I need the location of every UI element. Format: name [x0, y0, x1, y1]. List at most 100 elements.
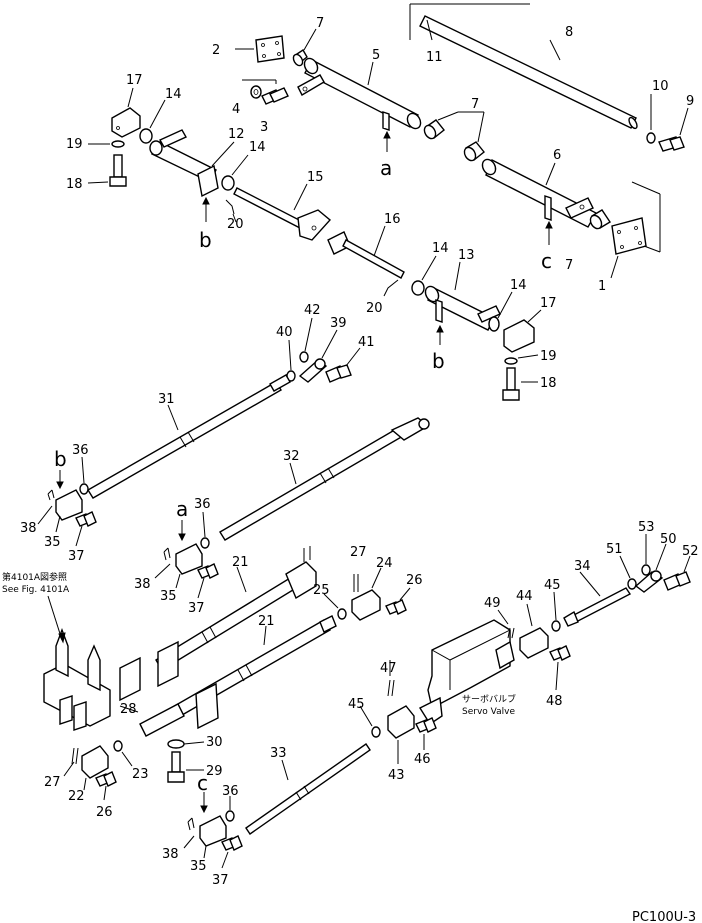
washer-part-19-right: [504, 357, 518, 365]
callout-14-mid: 14: [432, 241, 449, 256]
callout-4: 4: [232, 102, 240, 117]
servo-valve-label-jp: サーボバルブ: [462, 693, 516, 705]
rod-part-16: [327, 231, 405, 279]
connector-a-top: a: [380, 156, 392, 180]
pin-part-38-upper: [47, 489, 55, 501]
nut-part-45-left: [371, 726, 381, 738]
pin-part-27-upper: [353, 574, 359, 592]
callout-16: 16: [384, 212, 401, 227]
callout-41: 41: [358, 335, 375, 350]
pin-part-38-lower: [187, 817, 195, 831]
washer-part-10: [646, 132, 656, 144]
callout-13: 13: [458, 248, 475, 263]
pin-part-26-upper: [385, 599, 407, 615]
clevis-part-35-upper: [55, 489, 83, 521]
callout-35-middle: 35: [160, 589, 177, 604]
connector-b-left-top: b: [199, 228, 212, 252]
rod-part-32: [219, 417, 430, 541]
nut-part-36-lower: [225, 810, 235, 822]
washer-part-53: [641, 564, 651, 576]
bushing-part-14-right: [488, 316, 500, 332]
callout-32: 32: [283, 449, 300, 464]
callout-24: 24: [376, 556, 393, 571]
rod-end-part-39: [298, 358, 328, 383]
callout-19-top: 19: [66, 137, 83, 152]
callout-26-lower: 26: [96, 805, 113, 820]
plate-part-1: [611, 217, 647, 255]
callout-36-lower: 36: [222, 784, 239, 799]
callout-28: 28: [120, 702, 137, 717]
nut-part-25: [337, 608, 347, 620]
pin-part-26-lower: [95, 771, 117, 787]
pin-part-48: [549, 645, 571, 661]
bolt-part-41: [325, 364, 352, 383]
figure-reference-jp: 第4101A図参照: [2, 571, 67, 583]
figure-reference-en: See Fig. 4101A: [2, 585, 70, 595]
pin-part-46: [415, 717, 437, 733]
pin-part-27-lower: [71, 747, 79, 765]
callout-11: 11: [426, 50, 443, 65]
pin-part-37-middle: [197, 563, 219, 579]
servo-valve: [418, 619, 515, 725]
connector-c-bottom: c: [197, 771, 208, 795]
washer-part-30: [167, 739, 185, 749]
callout-45-right: 45: [544, 578, 561, 593]
callout-27-lower: 27: [44, 775, 61, 790]
callout-38-lower: 38: [162, 847, 179, 862]
nut-part-36-upper: [79, 483, 89, 495]
pin-part-20-left: [225, 199, 235, 215]
nut-part-45-right: [551, 620, 561, 632]
callout-17-right: 17: [540, 296, 557, 311]
callout-8: 8: [565, 25, 573, 40]
bolt-part-9: [658, 136, 685, 152]
washer-part-42: [299, 351, 309, 363]
clevis-part-35-lower: [199, 815, 227, 847]
callout-39: 39: [330, 316, 347, 331]
pin-part-47: [387, 679, 395, 697]
washer-part-4: [250, 85, 262, 99]
callout-10: 10: [652, 79, 669, 94]
callout-34: 34: [574, 559, 591, 574]
bolt-part-29: [167, 751, 185, 783]
callout-29: 29: [206, 764, 223, 779]
callout-25: 25: [313, 583, 330, 598]
clevis-part-22: [81, 745, 109, 779]
callout-20-right: 20: [366, 301, 383, 316]
callout-31: 31: [158, 392, 175, 407]
callout-38-upper: 38: [20, 521, 37, 536]
rod-part-34: [563, 587, 632, 627]
callout-2: 2: [212, 43, 220, 58]
callout-37-middle: 37: [188, 601, 205, 616]
callout-47: 47: [380, 661, 397, 676]
callout-50: 50: [660, 532, 677, 547]
bushing-part-14-top-left: [139, 128, 153, 144]
bushing-part-14-left: [221, 175, 235, 191]
shaft-assembly-fig-4101A: [43, 628, 219, 737]
callout-21-lower: 21: [258, 614, 275, 629]
bushing-part-14-mid: [411, 280, 425, 296]
callout-19-right: 19: [540, 349, 557, 364]
callout-46: 46: [414, 752, 431, 767]
bushing-part-7-mid-left: [423, 119, 445, 140]
shaft-part-12: [149, 129, 219, 198]
rod-part-15: [233, 187, 332, 241]
callout-42: 42: [304, 303, 321, 318]
callout-14-right: 14: [510, 278, 527, 293]
callout-40: 40: [276, 325, 293, 340]
callout-14-top-left: 14: [165, 87, 182, 102]
callout-20-left: 20: [227, 217, 244, 232]
callout-35-upper: 35: [44, 535, 61, 550]
callout-21-upper: 21: [232, 555, 249, 570]
callout-1: 1: [598, 279, 606, 294]
callout-51: 51: [606, 542, 623, 557]
bolt-part-52: [663, 571, 691, 591]
callout-36-middle: 36: [194, 497, 211, 512]
block-part-17-top: [111, 107, 141, 138]
callout-7-top: 7: [316, 16, 324, 31]
callout-15: 15: [307, 170, 324, 185]
connector-b-right: b: [432, 349, 445, 373]
callout-22: 22: [68, 789, 85, 804]
servo-valve-label-en: Servo Valve: [462, 707, 515, 717]
callout-43: 43: [388, 768, 405, 783]
